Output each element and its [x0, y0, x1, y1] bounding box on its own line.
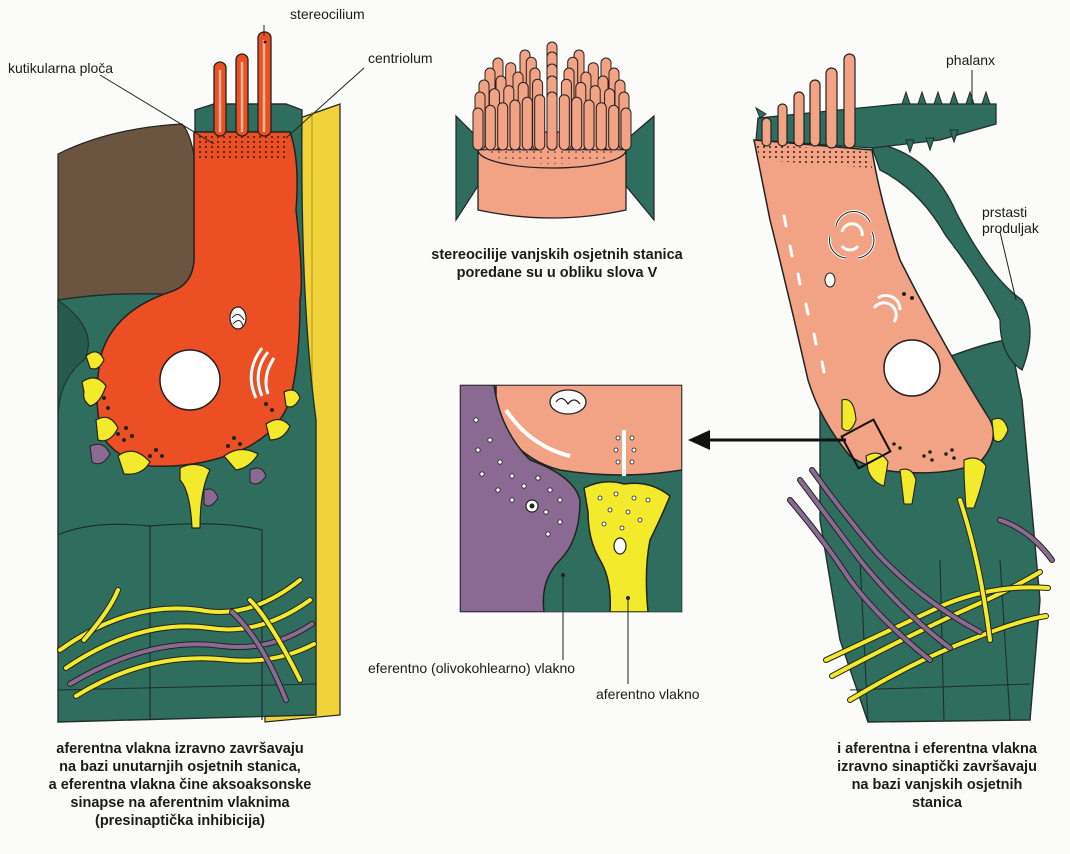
stereocilium-v — [621, 108, 631, 150]
caption-line: (presinaptička inhibicija) — [20, 812, 340, 830]
border-cell — [58, 124, 198, 310]
finger-process-label-2: produljak — [982, 220, 1039, 236]
caption-line: stereocilije vanjskih osjetnih stanica — [404, 246, 710, 264]
caption-line: na bazi vanjskih osjetnih — [806, 776, 1068, 794]
stereocilium-label: stereocilium — [290, 6, 365, 22]
stereocilium-v — [559, 95, 569, 150]
stereocilium-v — [473, 108, 483, 150]
stereocilium-v — [572, 97, 582, 150]
centriolum-label: centriolum — [368, 50, 433, 66]
stereocilium-v — [596, 103, 606, 150]
stereocilia-v-figure — [456, 42, 654, 220]
nucleus — [160, 350, 220, 410]
afferent-fiber-label: aferentno vlakno — [596, 686, 700, 702]
stereocilium-v — [535, 95, 545, 150]
synapse-inset — [460, 385, 682, 612]
caption-line: aferentna vlakna izravno završavaju — [20, 740, 340, 758]
caption-line: poredane su u obliku slova V — [404, 264, 710, 282]
caption-outer-hair-cell: i aferentna i eferentna vlakna izravno s… — [806, 740, 1068, 812]
caption-line: a eferentna vlakna čine aksoaksonske — [20, 776, 340, 794]
caption-inner-hair-cell: aferentna vlakna izravno završavaju na b… — [20, 740, 340, 830]
stereocilium-v — [547, 92, 557, 150]
stereocilium-v — [609, 105, 619, 150]
efferent-fiber-label: eferentno (olivokohlearno) vlakno — [368, 660, 575, 676]
phalanx-plate — [756, 104, 996, 148]
outer-hair-cell-figure — [754, 54, 1052, 722]
caption-line: sinapse na aferentnim vlaknima — [20, 794, 340, 812]
phalanx-label: phalanx — [946, 52, 995, 68]
caption-line: izravno sinaptički završavaju — [806, 758, 1068, 776]
stereocilium-v — [510, 100, 520, 150]
finger-process-label-1: prstasti — [982, 204, 1027, 220]
caption-line: na bazi unutarnjih osjetnih stanica, — [20, 758, 340, 776]
outer-hair-cell-nucleus — [884, 340, 940, 396]
caption-stereocilia: stereocilije vanjskih osjetnih stanica p… — [404, 246, 710, 282]
caption-line: i aferentna i eferentna vlakna — [806, 740, 1068, 758]
stereocilium-v — [584, 100, 594, 150]
stereocilium-v — [522, 97, 532, 150]
stereocilium-v — [485, 105, 495, 150]
caption-line: stanica — [806, 794, 1068, 812]
cuticular-plate-label: kutikularna ploča — [8, 60, 113, 76]
stereocilium-v — [498, 103, 508, 150]
